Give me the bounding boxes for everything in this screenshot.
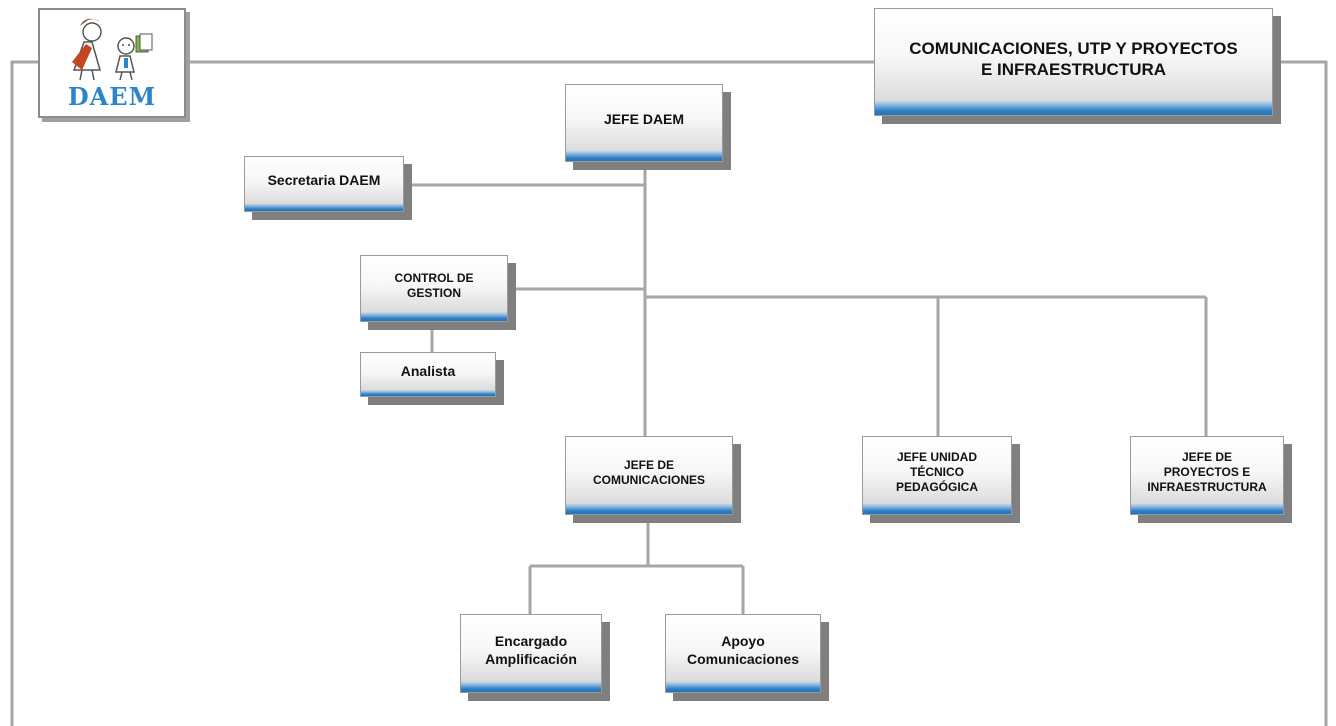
node-jefe-daem-label: JEFE DAEM xyxy=(603,111,685,128)
node-jefe-utp: JEFE UNIDAD TÉCNICO PEDAGÓGICA xyxy=(862,436,1012,515)
node-encargado-amplificacion: Encargado Amplificación xyxy=(460,614,602,693)
node-secretaria-daem-label: Secretaria DAEM xyxy=(267,172,381,189)
node-encargado-amplificacion-label: Encargado Amplificación xyxy=(485,633,577,667)
node-jefe-comunicaciones: JEFE DE COMUNICACIONES xyxy=(565,436,733,515)
node-apoyo-comunicaciones-label: Apoyo Comunicaciones xyxy=(686,633,800,667)
node-jefe-daem: JEFE DAEM xyxy=(565,84,723,162)
children-reading-icon xyxy=(72,18,153,81)
frame-line-right xyxy=(1273,60,1328,726)
node-analista: Analista xyxy=(360,352,496,397)
header-title: COMUNICACIONES, UTP Y PROYECTOS E INFRAE… xyxy=(909,38,1238,79)
daem-logo: DAEM xyxy=(38,8,186,118)
node-control-gestion: CONTROL DE GESTION xyxy=(360,255,508,322)
frame-line-left xyxy=(10,60,38,726)
node-apoyo-comunicaciones: Apoyo Comunicaciones xyxy=(665,614,821,693)
node-jefe-proyectos: JEFE DE PROYECTOS E INFRAESTRUCTURA xyxy=(1130,436,1284,515)
node-analista-label: Analista xyxy=(400,362,456,379)
header-title-box: COMUNICACIONES, UTP Y PROYECTOS E INFRAE… xyxy=(874,8,1273,116)
node-jefe-proyectos-label: JEFE DE PROYECTOS E INFRAESTRUCTURA xyxy=(1147,450,1267,494)
node-jefe-comunicaciones-label: JEFE DE COMUNICACIONES xyxy=(592,457,705,487)
node-jefe-utp-label: JEFE UNIDAD TÉCNICO PEDAGÓGICA xyxy=(895,450,978,494)
logo-text: DAEM xyxy=(67,82,157,111)
node-secretaria-daem: Secretaria DAEM xyxy=(244,156,404,212)
node-control-gestion-label: CONTROL DE GESTION xyxy=(394,270,474,300)
